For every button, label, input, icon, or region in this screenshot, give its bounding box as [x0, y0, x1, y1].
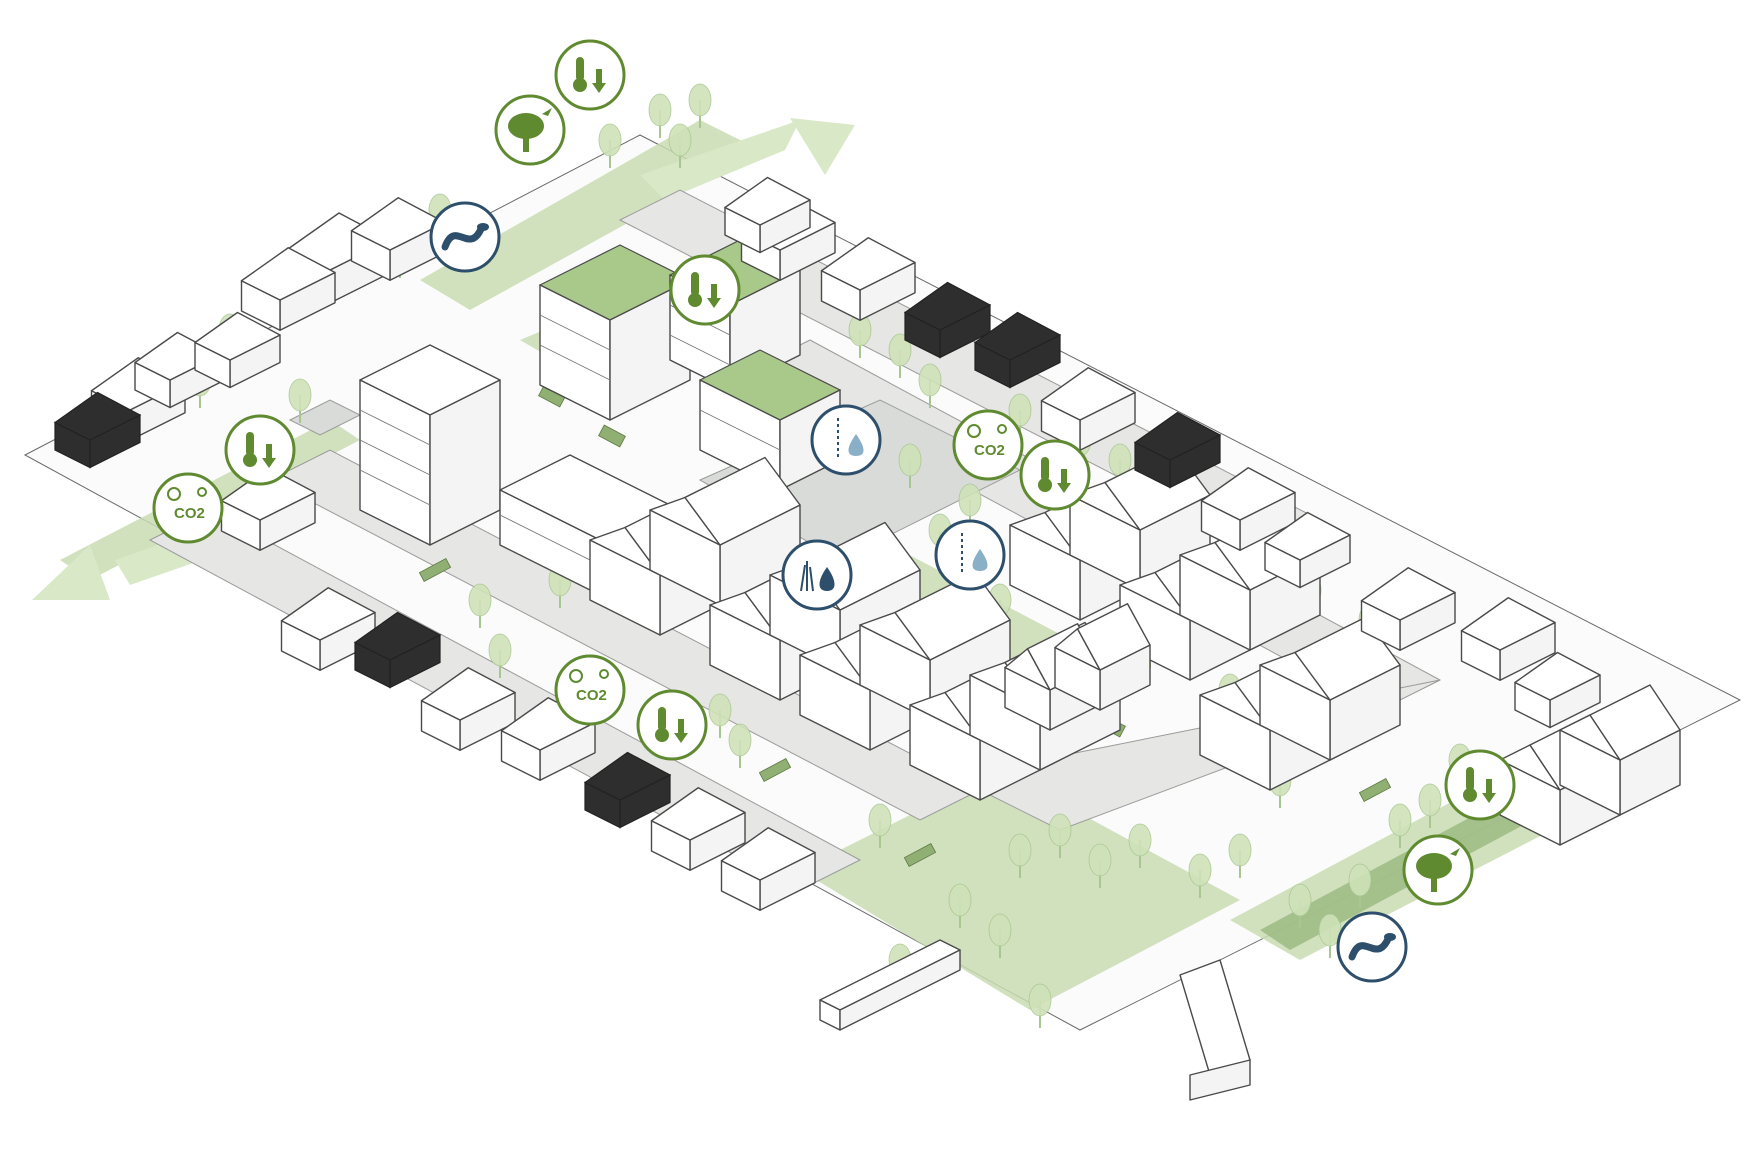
tree: [488, 633, 512, 678]
temperature-reduction-icon: [636, 689, 708, 761]
tree: [1418, 783, 1442, 828]
tree: [1188, 853, 1212, 898]
house: [1460, 597, 1556, 681]
temperature-reduction-icon: [1444, 749, 1516, 821]
carbon-sequestration-icon: CO2: [554, 654, 626, 726]
townhouse: [649, 456, 801, 606]
townhouse: [1559, 684, 1681, 816]
tree: [988, 913, 1012, 958]
townhouse: [1054, 603, 1151, 711]
habitat-tree-bird-icon: [494, 94, 566, 166]
house: [353, 611, 442, 689]
townhouse: [1259, 616, 1401, 761]
tree: [1388, 803, 1412, 848]
tree: [1128, 823, 1152, 868]
house: [820, 237, 916, 321]
temperature-reduction-icon: [669, 254, 741, 326]
tree: [468, 583, 492, 628]
co2-label: CO2: [576, 687, 607, 704]
house: [220, 467, 316, 551]
carbon-sequestration-icon: CO2: [952, 409, 1024, 481]
tree: [648, 93, 672, 138]
tree: [668, 123, 692, 168]
tree: [868, 803, 892, 848]
tree: [1228, 833, 1252, 878]
house: [1040, 367, 1136, 451]
tree: [728, 723, 752, 768]
co2-label: CO2: [174, 505, 205, 522]
house: [1360, 567, 1456, 651]
carbon-sequestration-icon: CO2: [152, 472, 224, 544]
house: [583, 751, 672, 829]
house: [650, 787, 746, 871]
tree: [1048, 813, 1072, 858]
tower-left: [359, 344, 501, 546]
tree: [918, 363, 942, 408]
wildlife-corridor-eel-icon: [429, 201, 501, 273]
house: [240, 247, 336, 331]
house: [1133, 411, 1222, 489]
tree: [1008, 833, 1032, 878]
habitat-tree-bird-icon: [1402, 834, 1474, 906]
house: [720, 827, 816, 911]
temperature-reduction-icon: [1019, 439, 1091, 511]
tree: [1288, 883, 1312, 928]
tree: [1088, 843, 1112, 888]
tree: [598, 123, 622, 168]
house: [973, 311, 1062, 389]
temperature-reduction-icon: [224, 414, 296, 486]
single-family-houses: [53, 176, 1601, 911]
tree: [888, 333, 912, 378]
arrow-southwest-head: [32, 545, 110, 600]
tree: [688, 83, 712, 128]
street-bioswales: [418, 558, 1572, 867]
tree: [948, 883, 972, 928]
arrow-northeast: [640, 120, 800, 200]
tree: [288, 378, 312, 423]
house: [724, 176, 811, 254]
house: [1200, 467, 1296, 551]
water-filtration-plants-icon: [781, 539, 853, 611]
temperature-reduction-icon: [554, 39, 626, 111]
house: [1514, 651, 1601, 729]
tree: [898, 443, 922, 488]
co2-label: CO2: [974, 442, 1005, 459]
wildlife-corridor-eel-icon: [1336, 911, 1408, 983]
house: [53, 391, 142, 469]
park-shelters: [819, 939, 1251, 1101]
townhouse-rows: [589, 446, 1681, 846]
tree: [1348, 863, 1372, 908]
stormwater-infiltration-icon: [934, 519, 1006, 591]
stormwater-infiltration-icon: [810, 404, 882, 476]
house: [280, 587, 376, 671]
tree: [1028, 983, 1052, 1028]
house: [194, 311, 281, 389]
arrow-northeast-head: [790, 118, 855, 175]
house: [1264, 511, 1351, 589]
house: [420, 667, 516, 751]
tree: [708, 693, 732, 738]
house: [903, 281, 992, 359]
